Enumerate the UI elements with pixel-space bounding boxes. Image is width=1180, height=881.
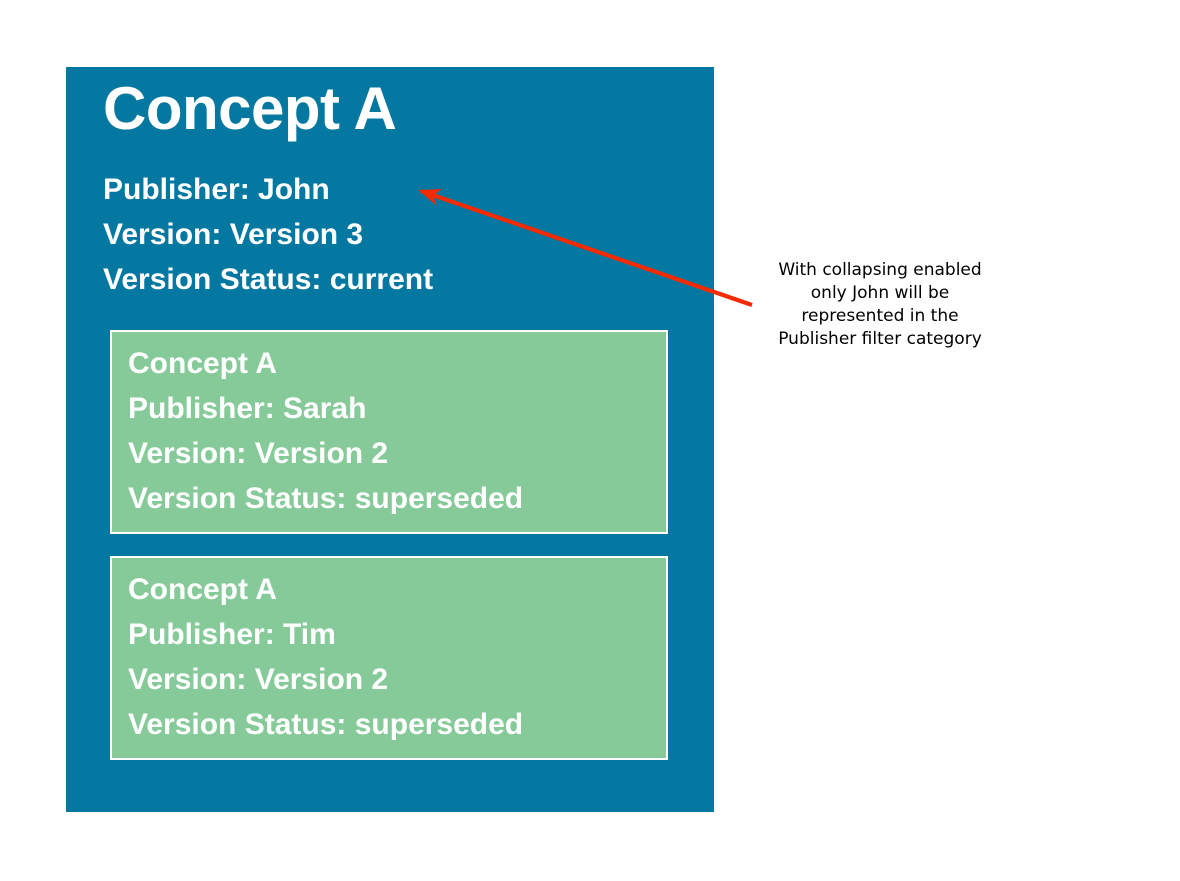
page-title: Concept A <box>103 75 397 142</box>
metadata-publisher: Publisher: John <box>103 173 330 206</box>
version-card-status: Version Status: superseded <box>128 708 524 741</box>
version-card-publisher: Publisher: Tim <box>128 618 336 651</box>
concept-metadata: Publisher: John Version: Version 3 Versi… <box>103 167 663 302</box>
annotation-note: With collapsing enabled only John will b… <box>757 259 1003 351</box>
annotation-line-1: With collapsing enabled <box>778 260 982 280</box>
metadata-version-status: Version Status: current <box>103 263 434 296</box>
metadata-version: Version: Version 3 <box>103 218 364 251</box>
annotation-line-3: represented in the <box>801 306 959 326</box>
version-card-title: Concept A <box>128 347 277 380</box>
concept-panel: Concept A Publisher: John Version: Versi… <box>66 67 714 812</box>
version-card-content: Concept A Publisher: Sarah Version: Vers… <box>128 341 658 521</box>
version-card-version: Version: Version 2 <box>128 663 389 696</box>
version-card-status: Version Status: superseded <box>128 482 524 515</box>
annotation-line-4: Publisher filter category <box>778 329 982 349</box>
annotation-line-2: only John will be <box>810 283 950 303</box>
version-card-content: Concept A Publisher: Tim Version: Versio… <box>128 567 658 747</box>
version-card-publisher: Publisher: Sarah <box>128 392 367 425</box>
version-card: Concept A Publisher: Tim Version: Versio… <box>110 556 668 760</box>
version-card-title: Concept A <box>128 573 277 606</box>
version-card: Concept A Publisher: Sarah Version: Vers… <box>110 330 668 534</box>
version-card-version: Version: Version 2 <box>128 437 389 470</box>
